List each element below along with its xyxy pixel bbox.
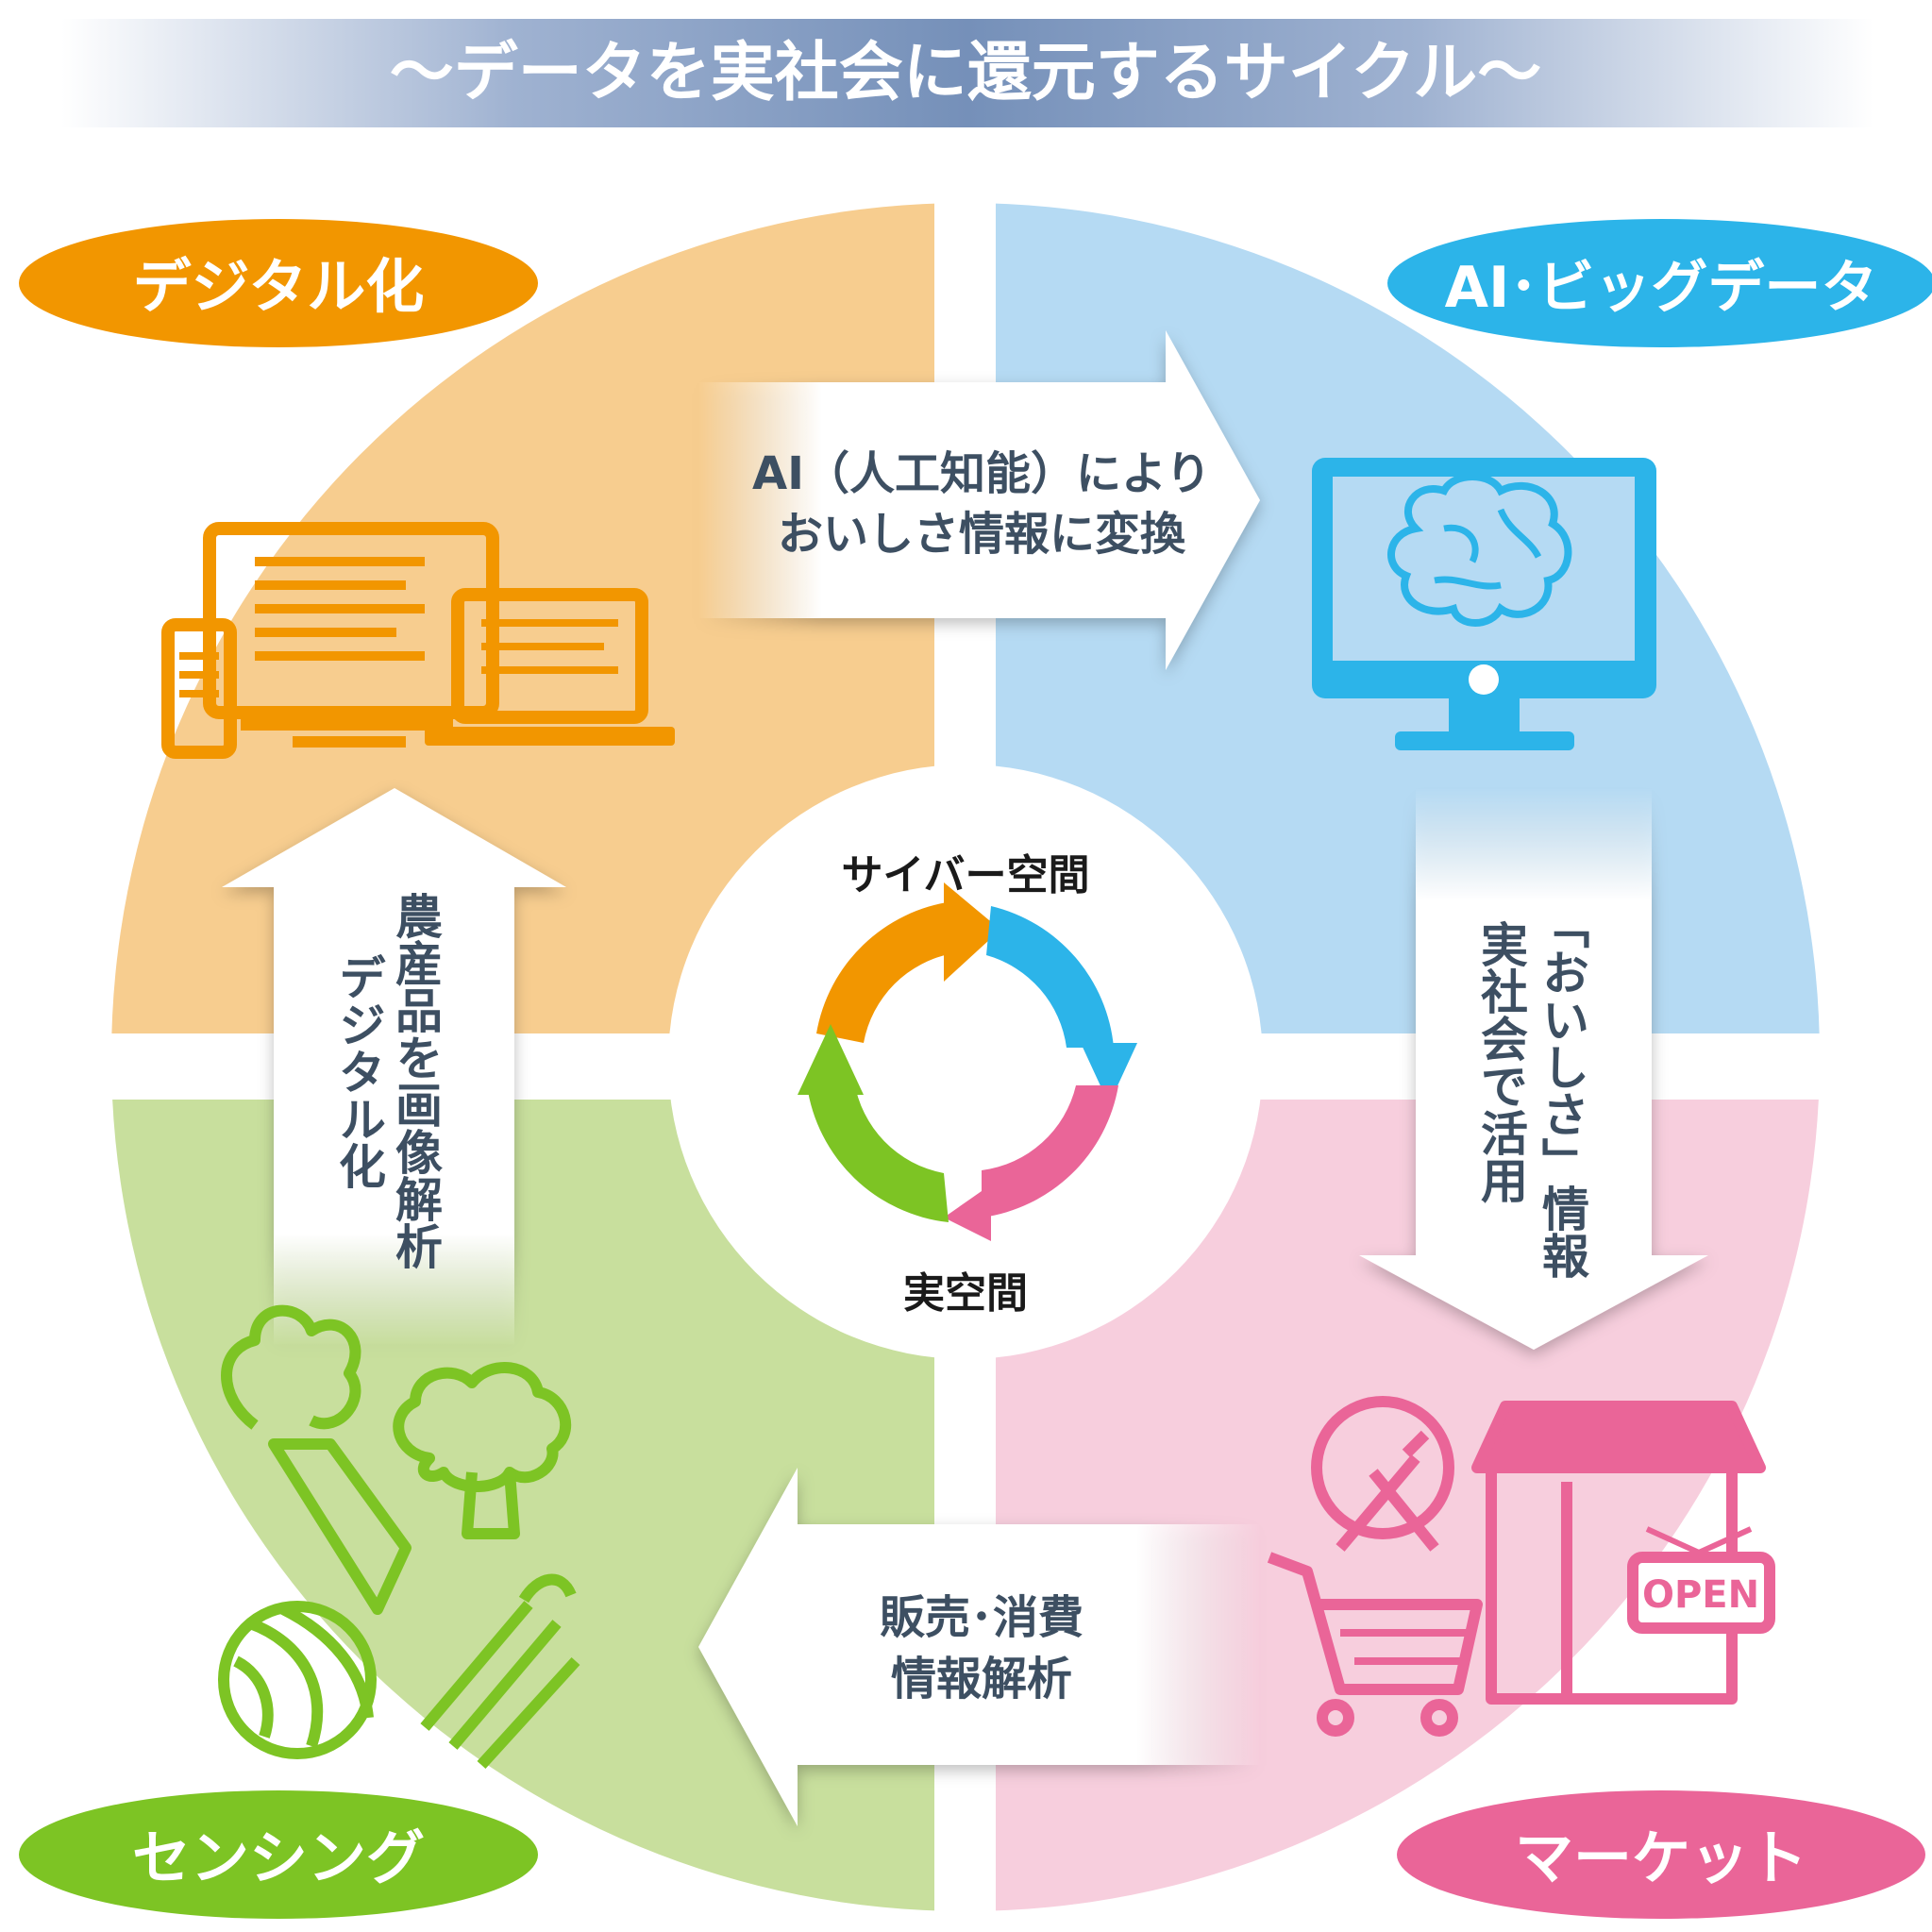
center-circle: [668, 764, 1263, 1359]
label-market: マーケット: [1397, 1790, 1925, 1919]
center-bottom-label: 実空間: [903, 1269, 1028, 1318]
label-ai-bigdata-text: AI･ビッグデータ: [1445, 255, 1878, 321]
arrow-bottom: [698, 1468, 1260, 1826]
arrow-right: [1359, 788, 1708, 1350]
arrow-top-line2: おいしさ情報に変換: [778, 508, 1186, 561]
market-icon: [1267, 1396, 1775, 1737]
cycle-arrows-icon: [798, 882, 1137, 1241]
title-bar: [61, 19, 1873, 127]
label-sensing: センシング: [19, 1790, 538, 1919]
arrow-left-line1: 農産品を画像解析: [388, 892, 443, 1269]
devices-icon: [161, 522, 675, 759]
open-sign-text: OPEN: [1642, 1573, 1759, 1617]
arrow-bottom-line2: 情報解析: [891, 1653, 1072, 1705]
label-market-text: マーケット: [1515, 1823, 1807, 1892]
arrow-top: [698, 330, 1260, 670]
arrow-left-line2: デジタル化: [331, 953, 386, 1189]
arrow-right-line2: 実社会で活用: [1473, 920, 1528, 1203]
center-top-label: サイバー空間: [841, 851, 1089, 899]
arrow-top-line1: AI（人工知能）により: [752, 447, 1211, 500]
page-title: 〜データを実社会に還元するサイクル〜: [390, 36, 1542, 110]
label-sensing-text: センシング: [132, 1823, 425, 1892]
label-digital: デジタル化: [19, 219, 538, 347]
arrow-right-line1: 「おいしさ」情報: [1535, 901, 1589, 1279]
arrow-bottom-line1: 販売･消費: [880, 1591, 1084, 1644]
vegetables-icon: [218, 1304, 580, 1770]
monitor-brain-icon: [1312, 458, 1656, 750]
arrow-left: [222, 788, 566, 1345]
label-digital-text: デジタル化: [133, 252, 425, 321]
label-ai-bigdata: AI･ビッグデータ: [1387, 219, 1932, 347]
